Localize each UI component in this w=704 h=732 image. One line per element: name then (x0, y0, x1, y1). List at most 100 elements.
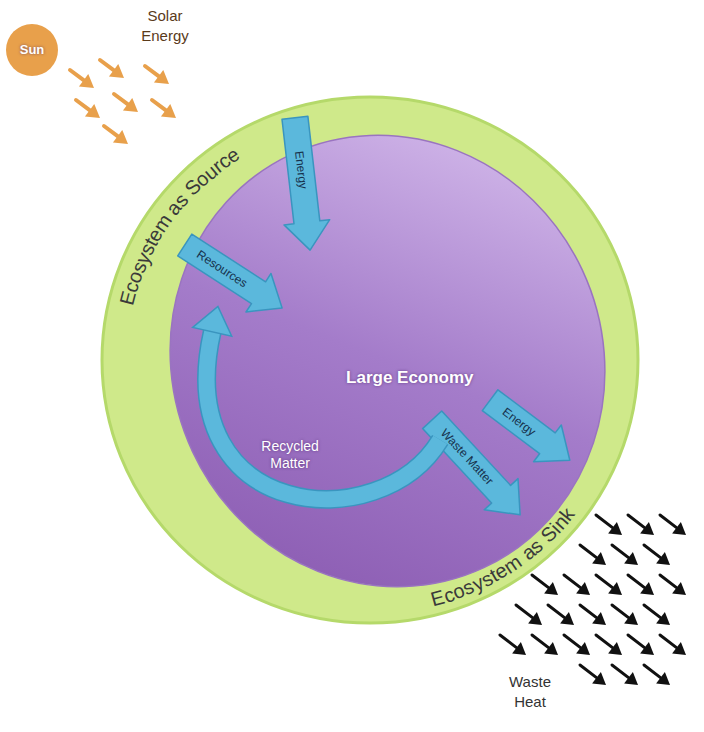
heat-arrow (660, 515, 686, 535)
heat-arrow (660, 575, 686, 595)
arrow-shaft (596, 635, 612, 648)
arrow-head (560, 612, 574, 625)
arrow-shaft (660, 515, 676, 528)
heat-arrow (596, 635, 622, 655)
arrow-head (624, 612, 638, 625)
economy-fill (96, 63, 678, 658)
arrow-shaft (114, 94, 128, 104)
arrow-head (608, 642, 622, 655)
solar-ray (114, 94, 138, 112)
arrow-head (656, 552, 670, 565)
arrow-head (656, 672, 670, 685)
heat-arrow (612, 545, 638, 565)
heat-arrow (532, 575, 558, 595)
node-label: Large Economy (346, 368, 474, 388)
arrow-shaft (76, 100, 90, 110)
heat-arrow (580, 605, 606, 625)
arrow-shaft (580, 545, 596, 558)
arrow-shaft (532, 575, 548, 588)
arrow-head (608, 582, 622, 595)
arrow-shaft (564, 635, 580, 648)
arrow-shaft (644, 545, 660, 558)
arrow-head (624, 672, 638, 685)
arrow-head (672, 642, 686, 655)
ecosystem-circle: Ecosystem as SourceEcosystem as SinkLarg… (100, 95, 640, 625)
solar-ray (152, 100, 176, 118)
arrow-head (85, 104, 100, 118)
arrow-shaft (644, 665, 660, 678)
arrow-head (113, 130, 128, 144)
heat-arrow (596, 575, 622, 595)
arrow-shaft (564, 575, 580, 588)
arrow-shaft (660, 635, 676, 648)
arrow-head (512, 642, 526, 655)
solar-ray (70, 70, 94, 88)
arrow-head (640, 582, 654, 595)
caption-label: Solar Energy (128, 6, 202, 45)
heat-arrow (564, 575, 590, 595)
arrow-head (640, 522, 654, 535)
arrow-head (544, 642, 558, 655)
arrow-head (528, 612, 542, 625)
arrow-shaft (628, 635, 644, 648)
heat-arrow (660, 635, 686, 655)
arrow-shaft (104, 126, 118, 136)
arrow-shaft (596, 575, 612, 588)
arrow-shaft (70, 70, 84, 80)
arrow-head (154, 70, 169, 84)
arrow-head (608, 522, 622, 535)
arrow-shaft (612, 605, 628, 618)
sun-circle: Sun (6, 24, 58, 76)
arrow-shaft (500, 635, 516, 648)
arrow-shaft (644, 605, 660, 618)
arrow-shaft (516, 605, 532, 618)
arrow-shaft (628, 575, 644, 588)
heat-arrow (580, 665, 606, 685)
heat-arrow (628, 635, 654, 655)
arrow-shaft (152, 100, 166, 110)
arrow-head (123, 98, 138, 112)
arrow-head (109, 64, 124, 78)
arrow-head (79, 74, 94, 88)
arrow-head (624, 552, 638, 565)
arrow-head (161, 104, 176, 118)
heat-arrow (548, 605, 574, 625)
arrow-head (592, 552, 606, 565)
arrow-head (544, 582, 558, 595)
arrow-shaft (612, 545, 628, 558)
solar-ray (145, 66, 169, 84)
heat-arrow (628, 575, 654, 595)
caption-label: Waste Heat (493, 672, 567, 711)
solar-ray (100, 60, 124, 78)
heat-arrow (500, 635, 526, 655)
heat-arrow (644, 605, 670, 625)
arrow-head (672, 582, 686, 595)
arrow-shaft (612, 665, 628, 678)
arrow-head (672, 522, 686, 535)
arrow-shaft (596, 515, 612, 528)
arrow-shaft (660, 575, 676, 588)
arrow-shaft (580, 665, 596, 678)
arrow-label: Recycled Matter (248, 438, 332, 472)
heat-arrow (596, 515, 622, 535)
arrow-head (576, 582, 590, 595)
heat-arrow (612, 665, 638, 685)
arrow-head (640, 642, 654, 655)
node-label: Sun (20, 43, 45, 58)
heat-arrow (628, 515, 654, 535)
arrow-shaft (580, 605, 596, 618)
heat-arrow (516, 605, 542, 625)
arrow-head (592, 672, 606, 685)
heat-arrow (644, 665, 670, 685)
heat-arrow (612, 605, 638, 625)
arrow-head (576, 642, 590, 655)
heat-arrow (644, 545, 670, 565)
solar-ray (104, 126, 128, 144)
arrow-shaft (145, 66, 159, 76)
arrow-shaft (548, 605, 564, 618)
arrow-head (656, 612, 670, 625)
arrow-head (592, 612, 606, 625)
arrow-shaft (628, 515, 644, 528)
